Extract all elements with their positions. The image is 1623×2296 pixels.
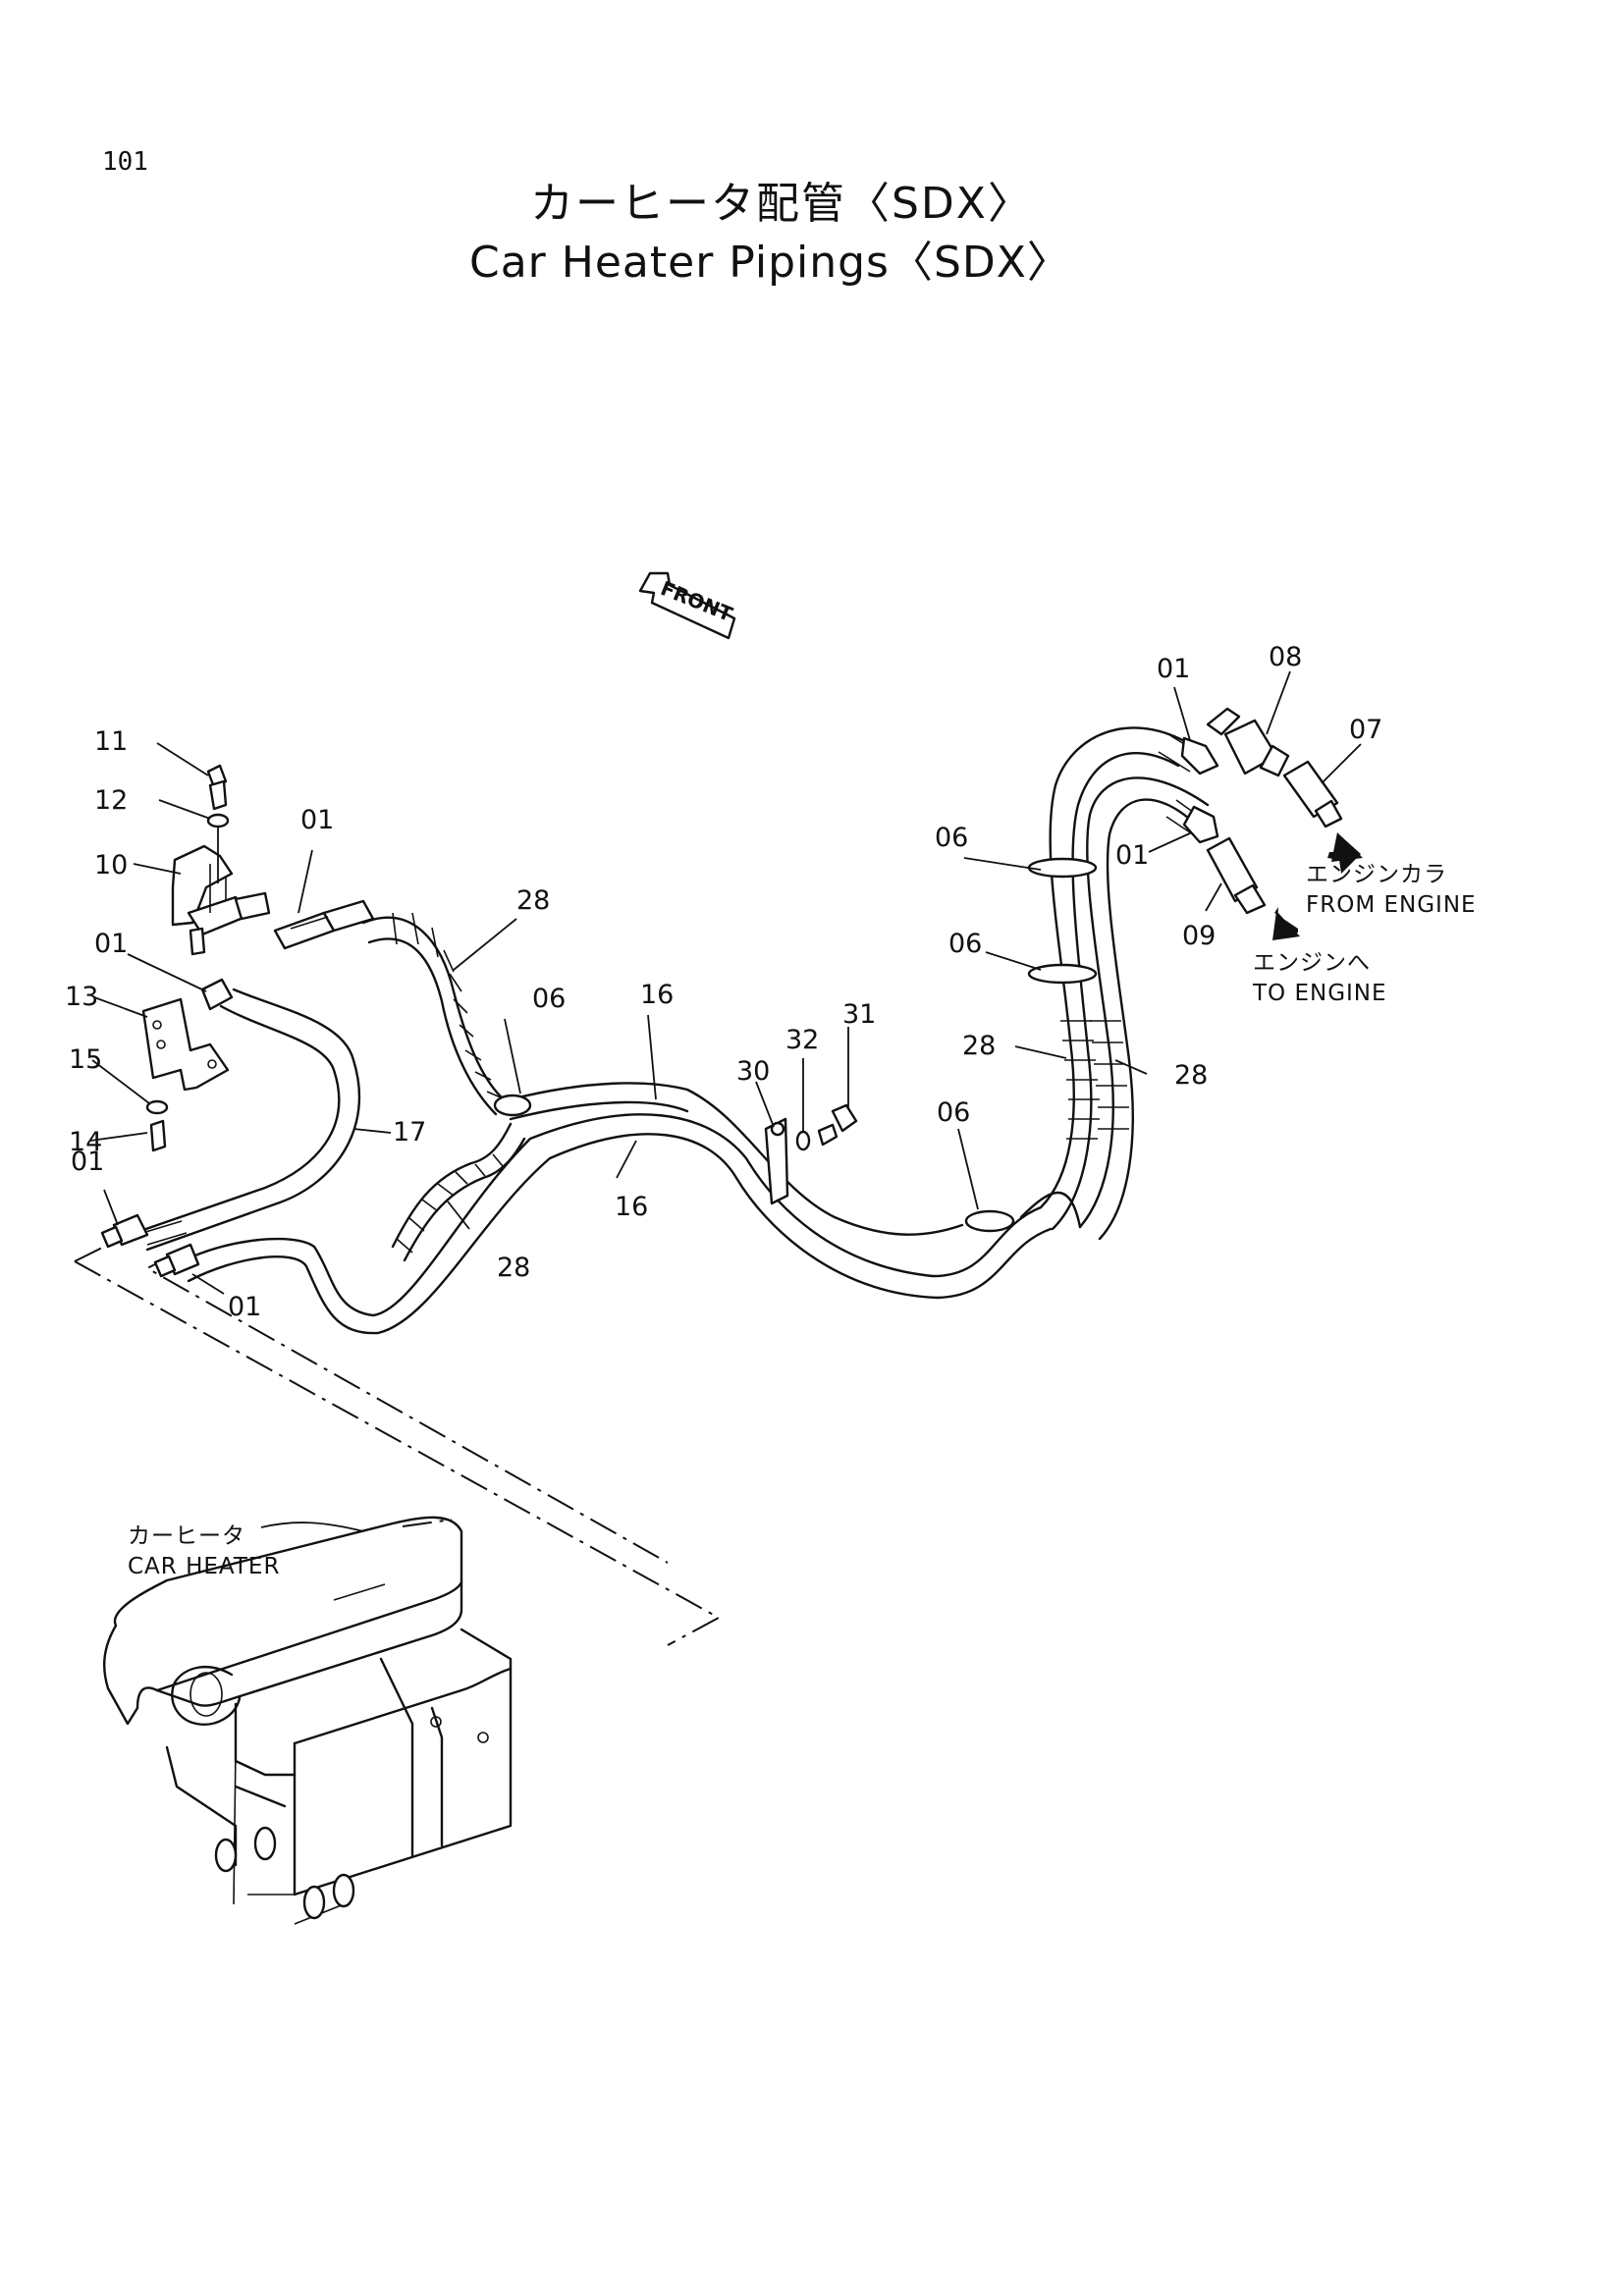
- car-heater-note: カーヒータ CAR HEATER: [128, 1522, 280, 1582]
- from-engine-arrow-icon: [1327, 832, 1363, 874]
- hose-ends-01-left: [100, 1213, 200, 1278]
- adapter-09: [1206, 836, 1267, 915]
- callout-09: 09: [1182, 921, 1217, 951]
- callout-16-lower: 16: [615, 1192, 649, 1222]
- callout-01-right-upper: 01: [1157, 654, 1191, 684]
- callout-06-upper-right: 06: [935, 823, 969, 853]
- callout-30: 30: [736, 1056, 771, 1087]
- hose-16-pair: [181, 1082, 1053, 1335]
- callout-06-mid-right: 06: [948, 929, 983, 959]
- callout-06-lower-right: 06: [937, 1097, 971, 1128]
- car-heater-jp: カーヒータ: [128, 1523, 245, 1549]
- spring-guard-28-lower: [391, 1122, 526, 1262]
- washer-12: [206, 813, 230, 883]
- callout-31: 31: [842, 999, 877, 1030]
- adapter-07: [1282, 760, 1343, 828]
- front-arrow-icon: FRONT: [638, 571, 736, 640]
- callout-14: 14: [69, 1127, 103, 1157]
- callout-17: 17: [393, 1117, 427, 1148]
- spring-guard-28-upper: [361, 912, 508, 1116]
- hose-end-01-upper: [273, 899, 375, 950]
- car-heater-en: CAR HEATER: [128, 1554, 281, 1580]
- callout-32: 32: [785, 1025, 820, 1055]
- cock-08: [1206, 707, 1290, 777]
- callout-15: 15: [69, 1044, 103, 1075]
- bracket-13: [141, 997, 230, 1092]
- hose-17: [135, 988, 361, 1252]
- callout-08: 08: [1269, 642, 1303, 672]
- callout-01-left-lower: 01: [228, 1292, 262, 1322]
- callout-16-upper: 16: [640, 980, 675, 1010]
- washer-32: [795, 1130, 811, 1151]
- from-engine-en: FROM ENGINE: [1306, 892, 1477, 919]
- engine-hoses: [1019, 726, 1210, 1241]
- callout-13: 13: [65, 982, 99, 1012]
- routing-dash-line: [74, 1238, 722, 1646]
- to-engine-jp: エンジンへ: [1253, 950, 1371, 976]
- callout-11: 11: [94, 726, 129, 757]
- callout-leaders: [89, 670, 1362, 1295]
- callout-01-right-lower: 01: [1115, 840, 1150, 871]
- callout-28-upper: 28: [516, 885, 551, 916]
- hose-clamp-01-left: [200, 978, 234, 1011]
- callout-01-bracket: 01: [94, 929, 129, 959]
- from-engine-note: エンジンカラ FROM ENGINE: [1306, 860, 1477, 921]
- callout-06-left: 06: [532, 984, 567, 1014]
- bolt-14: [149, 1119, 167, 1152]
- callout-28-lower: 28: [497, 1253, 531, 1283]
- callout-28-right-b: 28: [1174, 1060, 1209, 1091]
- callout-07: 07: [1349, 715, 1383, 745]
- callout-01-left-upper: 01: [71, 1147, 105, 1177]
- spring-guard-28-right: [1060, 1020, 1129, 1140]
- to-engine-note: エンジンへ TO ENGINE: [1253, 948, 1387, 1009]
- callout-28-right-a: 28: [962, 1031, 997, 1061]
- bracket-10: [171, 844, 271, 956]
- callout-01-valve: 01: [300, 805, 335, 835]
- title-english: Car Heater Pipings〈SDX〉: [469, 238, 1071, 288]
- bolt-11: [206, 764, 228, 811]
- callout-12: 12: [94, 785, 129, 816]
- clip-30: [764, 1117, 789, 1205]
- page-number: 101: [102, 147, 148, 177]
- hose-ends-01-right: [1180, 736, 1219, 844]
- callout-10: 10: [94, 850, 129, 881]
- title-japanese: カーヒータ配管〈SDX〉: [530, 179, 1033, 229]
- car-heater-unit: [103, 1516, 513, 1925]
- to-engine-arrow-icon: [1272, 907, 1300, 940]
- washer-15: [145, 1099, 169, 1115]
- bolt-31: [817, 1103, 858, 1147]
- from-engine-jp: エンジンカラ: [1306, 862, 1447, 887]
- hose-clamps-06: [493, 857, 1098, 1233]
- to-engine-en: TO ENGINE: [1253, 981, 1387, 1007]
